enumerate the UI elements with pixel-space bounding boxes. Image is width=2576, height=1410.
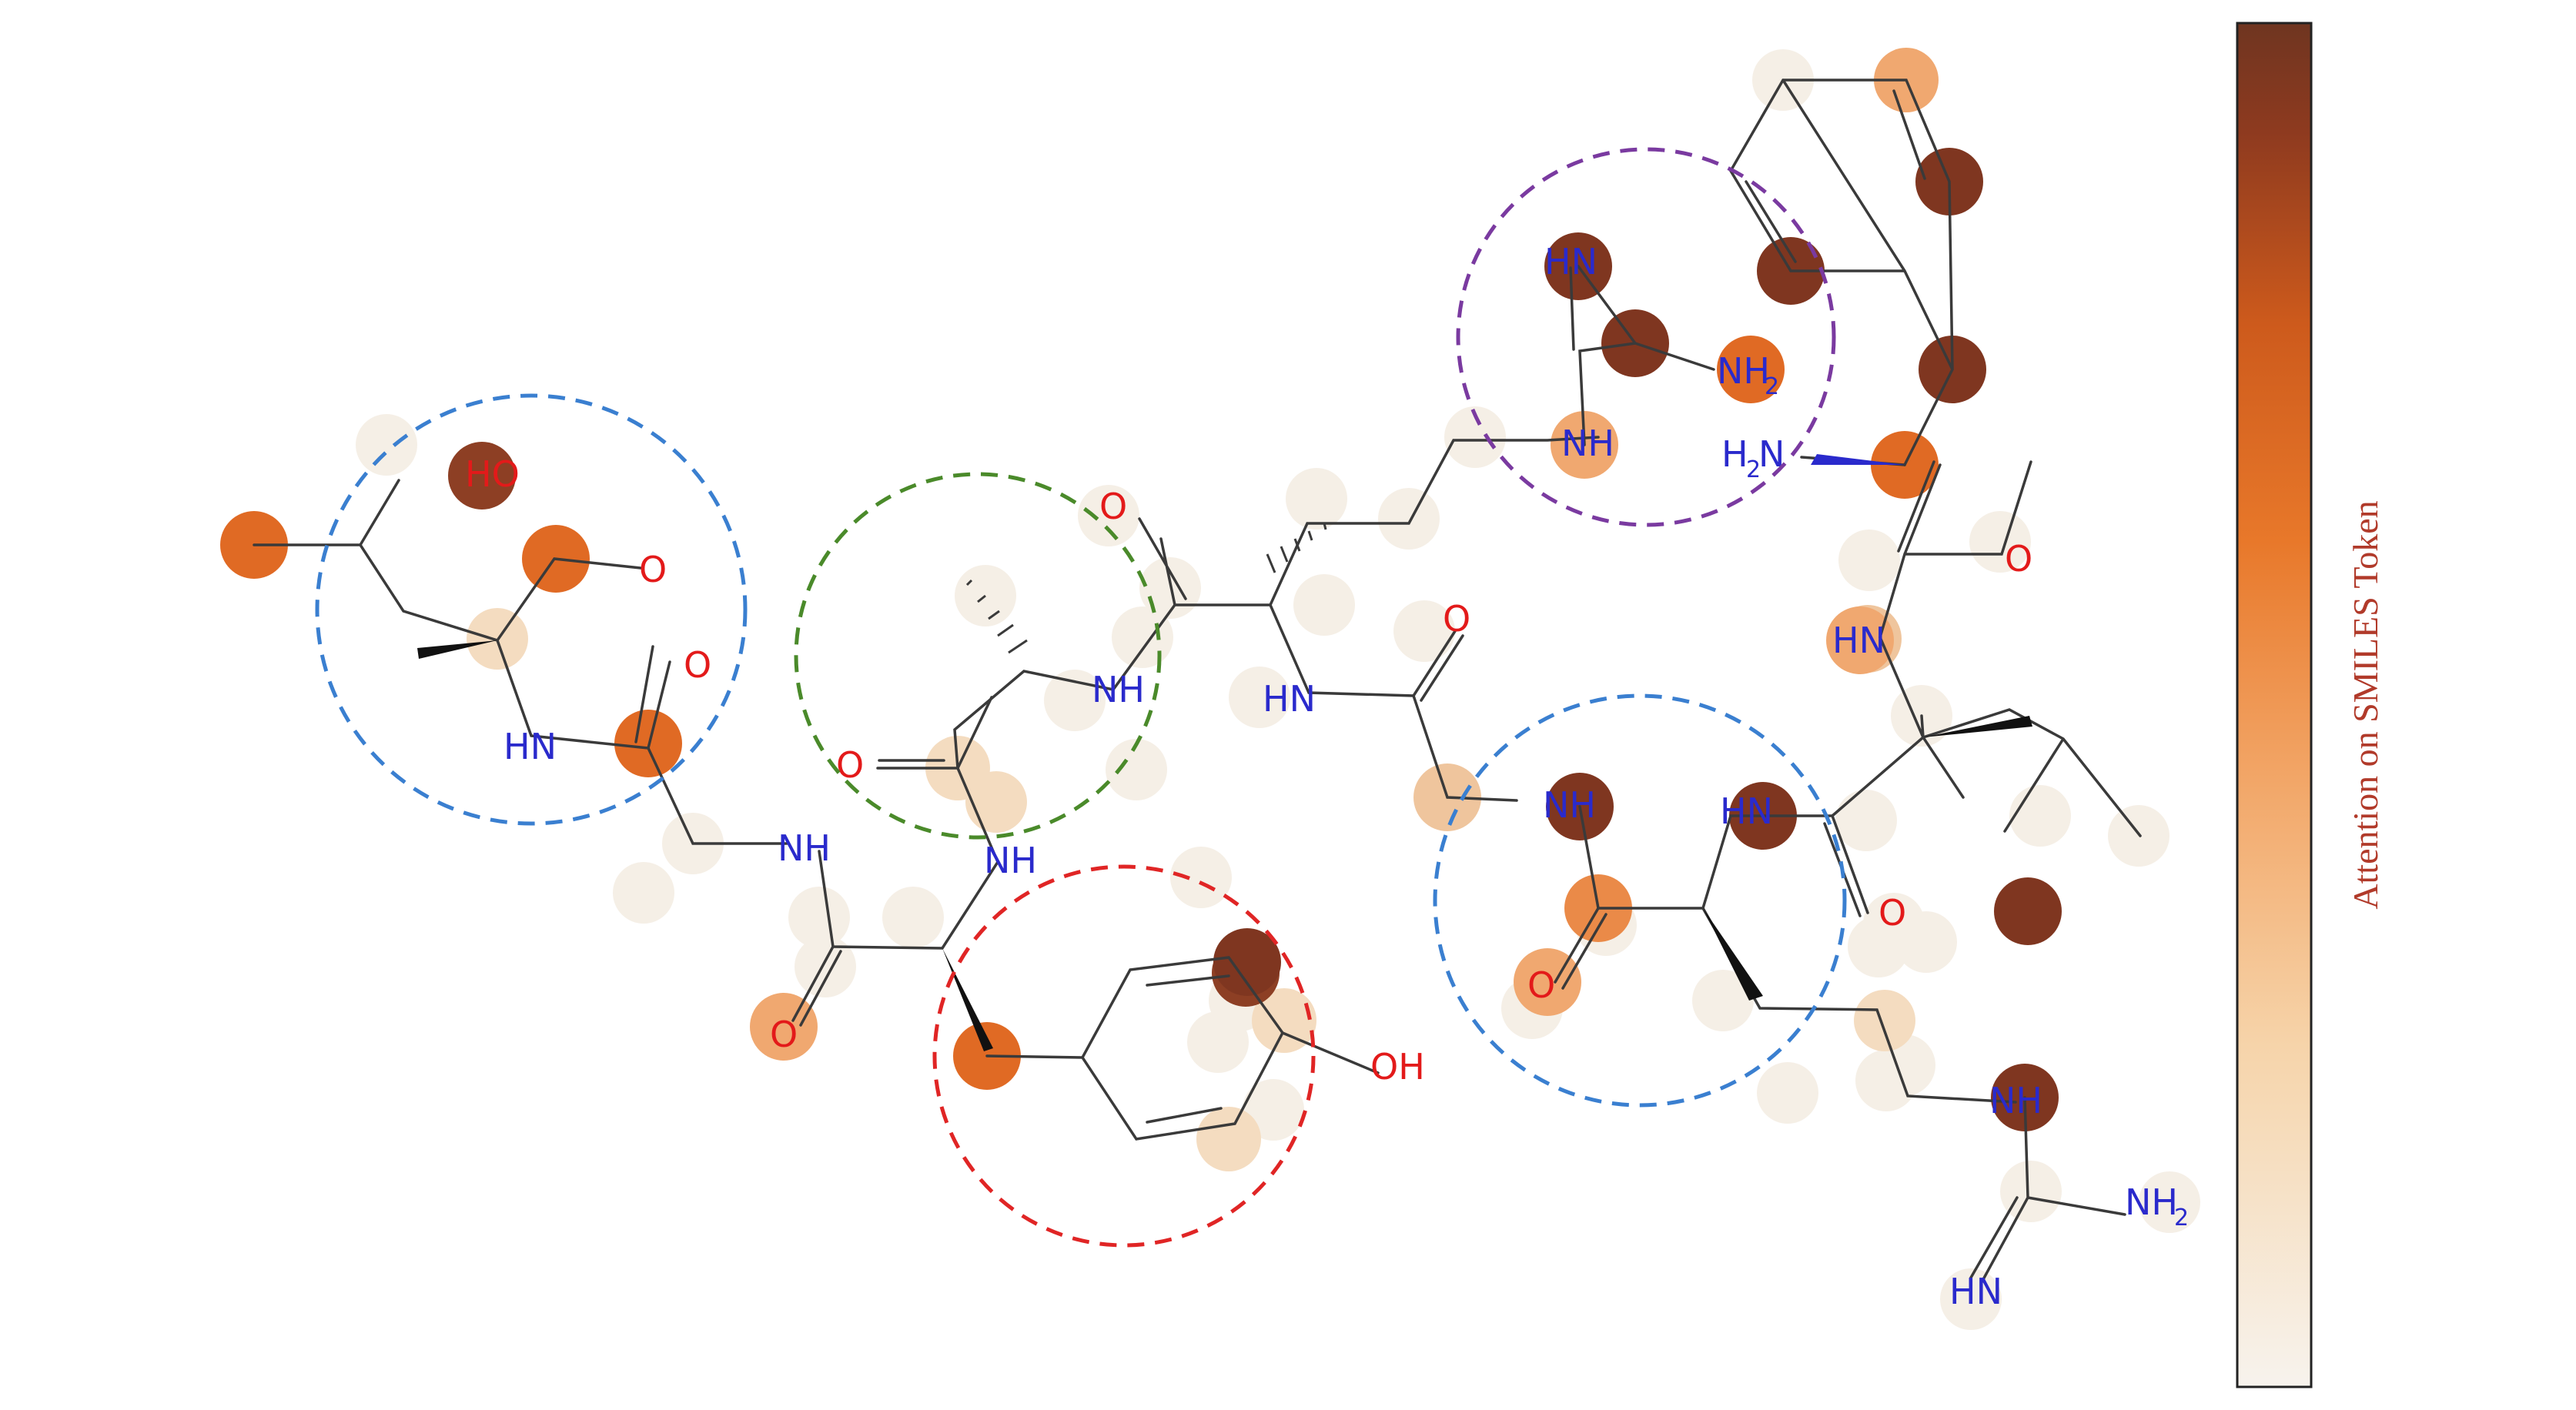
label-o-8: O — [1878, 892, 1906, 934]
label-nh-5: NH — [1561, 423, 1614, 464]
label-nh2-bottom: NH 2 — [2125, 1181, 2189, 1231]
label-hn-3: HN — [1720, 790, 1773, 832]
label-nh-3: NH — [1092, 669, 1145, 710]
label-o-4: O — [836, 744, 864, 786]
label-o-2: O — [684, 644, 711, 686]
label-nh-4: NH — [1543, 784, 1596, 826]
label-ho: HO — [465, 453, 520, 495]
label-o-1: O — [639, 549, 667, 590]
stereo-hash-bonds — [965, 523, 1327, 654]
colorbar-label: Attention on SMILES Token — [2346, 500, 2385, 909]
label-o-5: O — [1099, 486, 1127, 527]
label-o-7: O — [1527, 964, 1555, 1006]
svg-text:NH: NH — [2125, 1181, 2178, 1223]
label-hn-5: HN — [1544, 241, 1597, 282]
label-nh-2: NH — [984, 840, 1037, 881]
label-o-9: O — [2005, 538, 2032, 580]
label-oh: OH — [1370, 1046, 1425, 1088]
label-hn-4: HN — [1832, 620, 1885, 661]
arg-backbone-highlight-circle — [1433, 693, 1847, 1108]
svg-text:2: 2 — [2174, 1205, 2189, 1231]
label-o-3: O — [770, 1014, 798, 1055]
label-hn-6: HN — [1949, 1271, 2002, 1312]
label-hn-1: HN — [503, 726, 557, 767]
svg-text:H: H — [1721, 433, 1748, 475]
attention-colorbar: Attention on SMILES Token — [2236, 22, 2385, 1388]
atom-labels: HO O O HN NH O NH O NH O OH HN O NH O HN… — [465, 241, 2189, 1312]
label-nh2-top: NH 2 — [1717, 350, 1779, 400]
label-nh-1: NH — [778, 827, 831, 869]
label-hn-2: HN — [1263, 678, 1316, 720]
label-o-6: O — [1443, 598, 1470, 640]
svg-text:2: 2 — [1765, 373, 1779, 400]
colorbar-gradient — [2236, 22, 2313, 1388]
arg-sidechain-highlight-circle — [1456, 147, 1836, 527]
label-nh-6: NH — [1989, 1080, 2042, 1121]
svg-text:NH: NH — [1717, 350, 1770, 392]
attention-atom-highlights — [220, 48, 2200, 1330]
svg-text:2: 2 — [1746, 456, 1761, 483]
leu-c-terminal-highlight-circle — [315, 393, 748, 826]
molecule-bonds — [253, 79, 2142, 1284]
tyr-highlight-circle — [932, 864, 1316, 1248]
ala-highlight-circle — [794, 472, 1162, 840]
